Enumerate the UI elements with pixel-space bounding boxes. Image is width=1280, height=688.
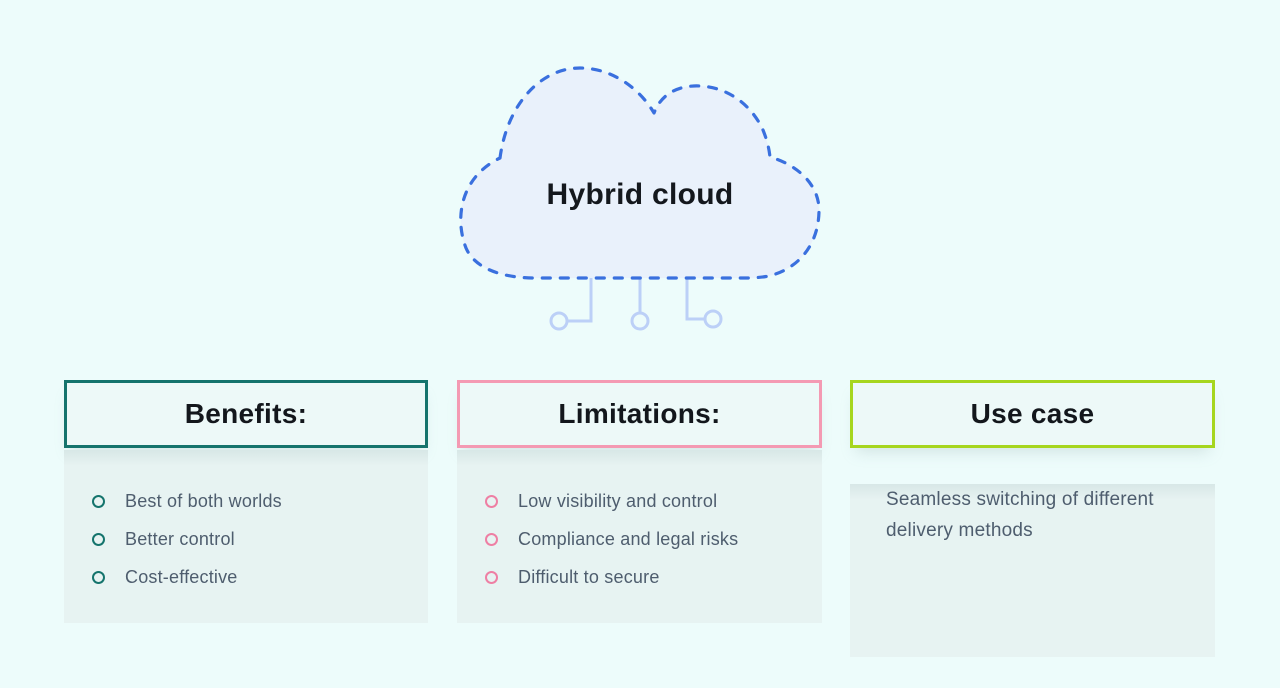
bullet-ring-icon: [485, 532, 498, 546]
cloud-outline: [459, 66, 821, 280]
connector-right: [685, 276, 706, 321]
list-item-label: Low visibility and control: [518, 490, 718, 511]
list-item: Low visibility and control: [485, 482, 822, 520]
benefits-header: Benefits:: [64, 380, 428, 448]
list-item: Better control: [92, 520, 428, 558]
bullet-ring-icon: [92, 570, 105, 584]
benefits-panel: Best of both worlds Better control Cost-…: [64, 450, 428, 623]
use-case-panel: Seamless switching of different delivery…: [850, 484, 1215, 657]
use-case-header: Use case: [850, 380, 1215, 448]
benefits-list: Best of both worlds Better control Cost-…: [64, 450, 428, 596]
cloud-label: Hybrid cloud: [546, 178, 734, 211]
list-item: Compliance and legal risks: [485, 520, 822, 558]
list-item-label: Better control: [125, 528, 235, 549]
list-item-label: Difficult to secure: [518, 566, 660, 587]
limitations-header: Limitations:: [457, 380, 822, 448]
list-item-label: Best of both worlds: [125, 490, 282, 511]
hybrid-cloud-figure: Hybrid cloud: [455, 60, 825, 335]
connector-right-node-icon: [703, 309, 723, 329]
use-case-column: Use case Seamless switching of different…: [850, 380, 1215, 657]
circuit-connectors: [549, 276, 723, 331]
bullet-ring-icon: [485, 494, 498, 508]
benefits-column: Benefits: Best of both worlds Better con…: [64, 380, 428, 623]
list-item: Difficult to secure: [485, 558, 822, 596]
limitations-column: Limitations: Low visibility and control …: [457, 380, 822, 623]
connector-left-node-icon: [549, 311, 569, 331]
bullet-ring-icon: [92, 494, 105, 508]
limitations-panel: Low visibility and control Compliance an…: [457, 450, 822, 623]
bullet-ring-icon: [92, 532, 105, 546]
list-item: Best of both worlds: [92, 482, 428, 520]
use-case-text: Seamless switching of different delivery…: [886, 489, 1154, 541]
list-item-label: Compliance and legal risks: [518, 528, 739, 549]
connector-left: [566, 276, 593, 323]
list-item: Cost-effective: [92, 558, 428, 596]
list-item-label: Cost-effective: [125, 566, 238, 587]
bullet-ring-icon: [485, 570, 498, 584]
benefits-title: Benefits:: [184, 398, 308, 429]
use-case-title: Use case: [970, 398, 1095, 429]
cloud-icon: [459, 66, 821, 331]
limitations-title: Limitations:: [558, 398, 721, 429]
limitations-list: Low visibility and control Compliance an…: [457, 450, 822, 596]
connector-middle-node-icon: [630, 311, 650, 331]
